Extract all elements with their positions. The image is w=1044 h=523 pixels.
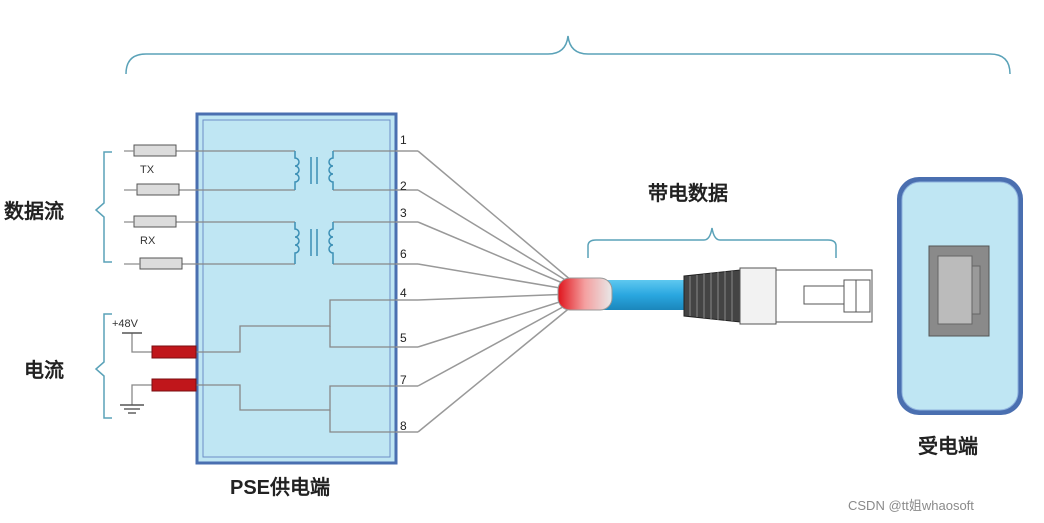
resistor-icon xyxy=(133,144,183,270)
data-stream-label: 数据流 xyxy=(4,199,64,223)
top-brace xyxy=(125,35,1011,75)
current-label: 电流 xyxy=(24,358,64,382)
pin-label: 4 xyxy=(400,286,407,300)
pd-label: 受电端 xyxy=(918,434,978,458)
pse-label: PSE供电端 xyxy=(230,475,330,499)
watermark: CSDN @tt姐whaosoft xyxy=(848,498,974,513)
tx-label: TX xyxy=(140,164,155,176)
cable-body xyxy=(600,280,700,310)
rj45-plug-icon xyxy=(683,267,873,325)
ground-icon xyxy=(120,404,144,414)
current-brace xyxy=(94,313,112,419)
pin-label: 5 xyxy=(400,331,407,345)
voltage-label: +48V xyxy=(112,318,139,330)
rx-label: RX xyxy=(140,235,156,247)
powered-data-brace xyxy=(587,227,837,258)
pin-label: 6 xyxy=(400,247,407,261)
data-stream-brace xyxy=(94,151,112,263)
pd-device xyxy=(897,177,1023,415)
pin-label: 7 xyxy=(400,373,407,387)
pin-label: 2 xyxy=(400,179,407,193)
red-connector xyxy=(151,345,197,359)
cable-head xyxy=(557,277,613,311)
transformer-icon xyxy=(294,151,334,190)
pin-label: 8 xyxy=(400,419,407,433)
pin-label: 3 xyxy=(400,206,407,220)
powered-data-label: 带电数据 xyxy=(648,181,728,205)
rj45-port-icon xyxy=(928,245,990,337)
transformer-icon xyxy=(294,222,334,264)
pse-box xyxy=(195,112,398,465)
pin-label: 1 xyxy=(400,133,407,147)
red-connector xyxy=(151,378,197,392)
